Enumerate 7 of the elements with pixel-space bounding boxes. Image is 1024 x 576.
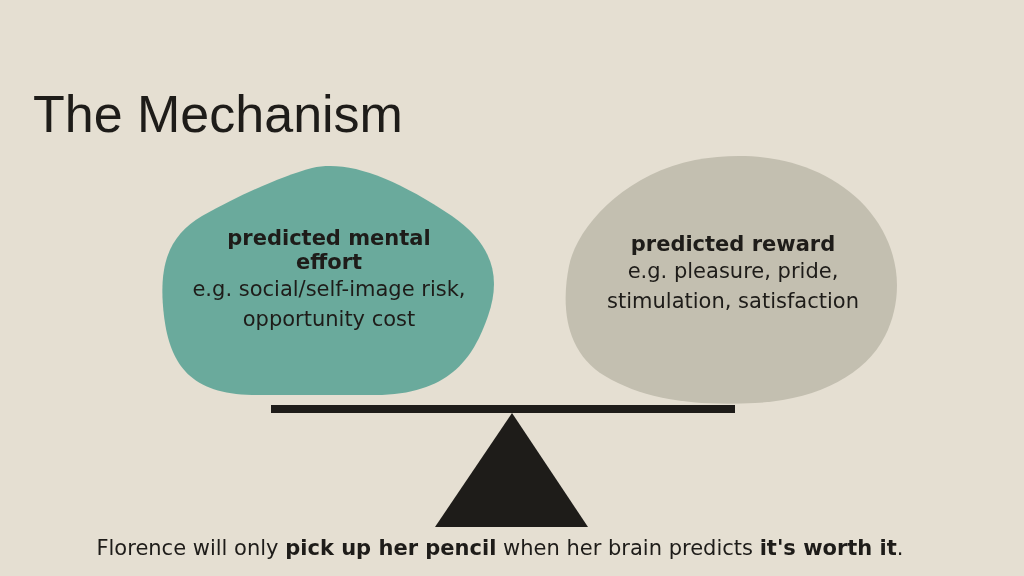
blob-heading: predicted mental effort: [226, 226, 432, 274]
blob-shape: [162, 166, 496, 396]
blob-heading: predicted reward: [630, 232, 836, 256]
blob-text: e.g. pleasure, pride, stimulation, satisfaction: [606, 258, 860, 316]
slide-title: The Mechanism: [33, 84, 403, 144]
caption: Florence will only pick up her pencil when her brain predicts it's worth it.: [95, 536, 905, 560]
blob-text: e.g. social/self-image risk, opportunity cost: [192, 276, 466, 334]
